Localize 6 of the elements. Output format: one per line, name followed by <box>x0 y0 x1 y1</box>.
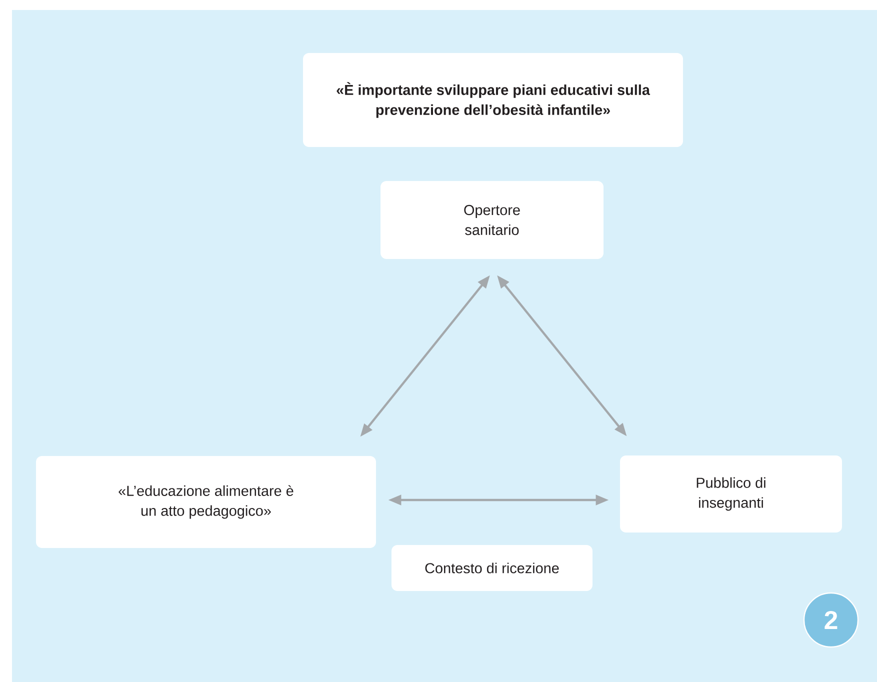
text-box: Opertore sanitario <box>380 181 604 259</box>
quote-box: «È importante sviluppare piani educativi sulla prevenzione dell’obesità infantile» <box>303 53 683 147</box>
text-box: «L’educazione alimentare è un atto pedagogico» <box>36 456 376 548</box>
text-box: Pubblico di insegnanti <box>620 456 842 532</box>
number-badge: 2 <box>803 592 859 648</box>
text-box: Contesto di ricezione <box>392 545 592 591</box>
